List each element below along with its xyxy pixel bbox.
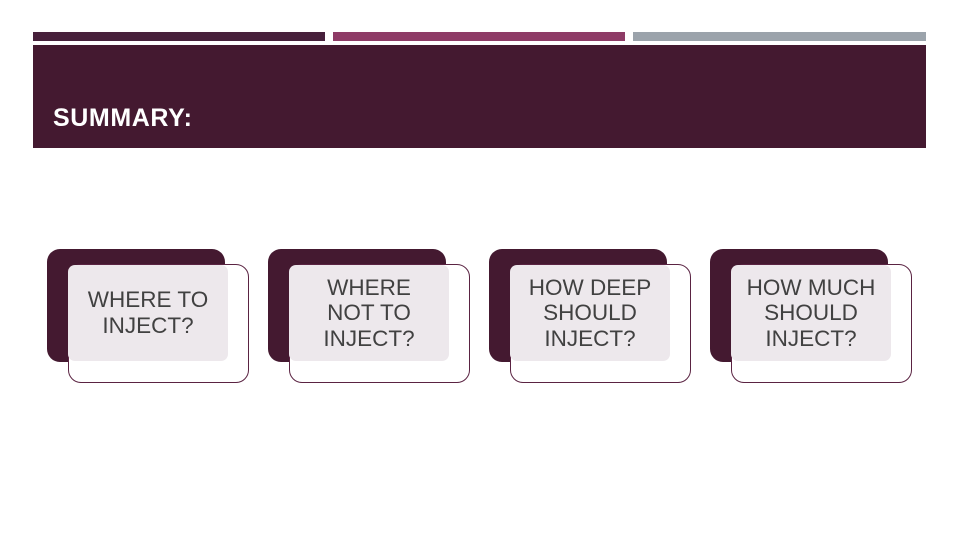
summary-card-how-much-should-inject[interactable]: HOW MUCH SHOULD INJECT? — [710, 249, 914, 385]
summary-card-where-to-inject[interactable]: WHERE TO INJECT? — [47, 249, 251, 385]
title-band: SUMMARY: — [33, 45, 926, 148]
header-decoration-bars — [0, 0, 960, 46]
card-text-panel: WHERE TO INJECT? — [68, 265, 228, 361]
deco-bar-dark-maroon — [33, 32, 325, 41]
card-label: HOW MUCH SHOULD INJECT? — [746, 274, 876, 351]
card-label: HOW DEEP SHOULD INJECT? — [528, 274, 652, 351]
summary-card-where-not-to-inject[interactable]: WHERE NOT TO INJECT? — [268, 249, 472, 385]
card-text-panel: HOW MUCH SHOULD INJECT? — [731, 265, 891, 361]
card-label: WHERE TO INJECT? — [87, 287, 209, 338]
deco-bar-gray — [633, 32, 926, 41]
card-text-panel: WHERE NOT TO INJECT? — [289, 265, 449, 361]
page-title: SUMMARY: — [53, 104, 193, 132]
deco-bar-magenta — [333, 32, 625, 41]
card-text-panel: HOW DEEP SHOULD INJECT? — [510, 265, 670, 361]
summary-card-how-deep-should-inject[interactable]: HOW DEEP SHOULD INJECT? — [489, 249, 693, 385]
card-label: WHERE NOT TO INJECT? — [323, 274, 415, 351]
